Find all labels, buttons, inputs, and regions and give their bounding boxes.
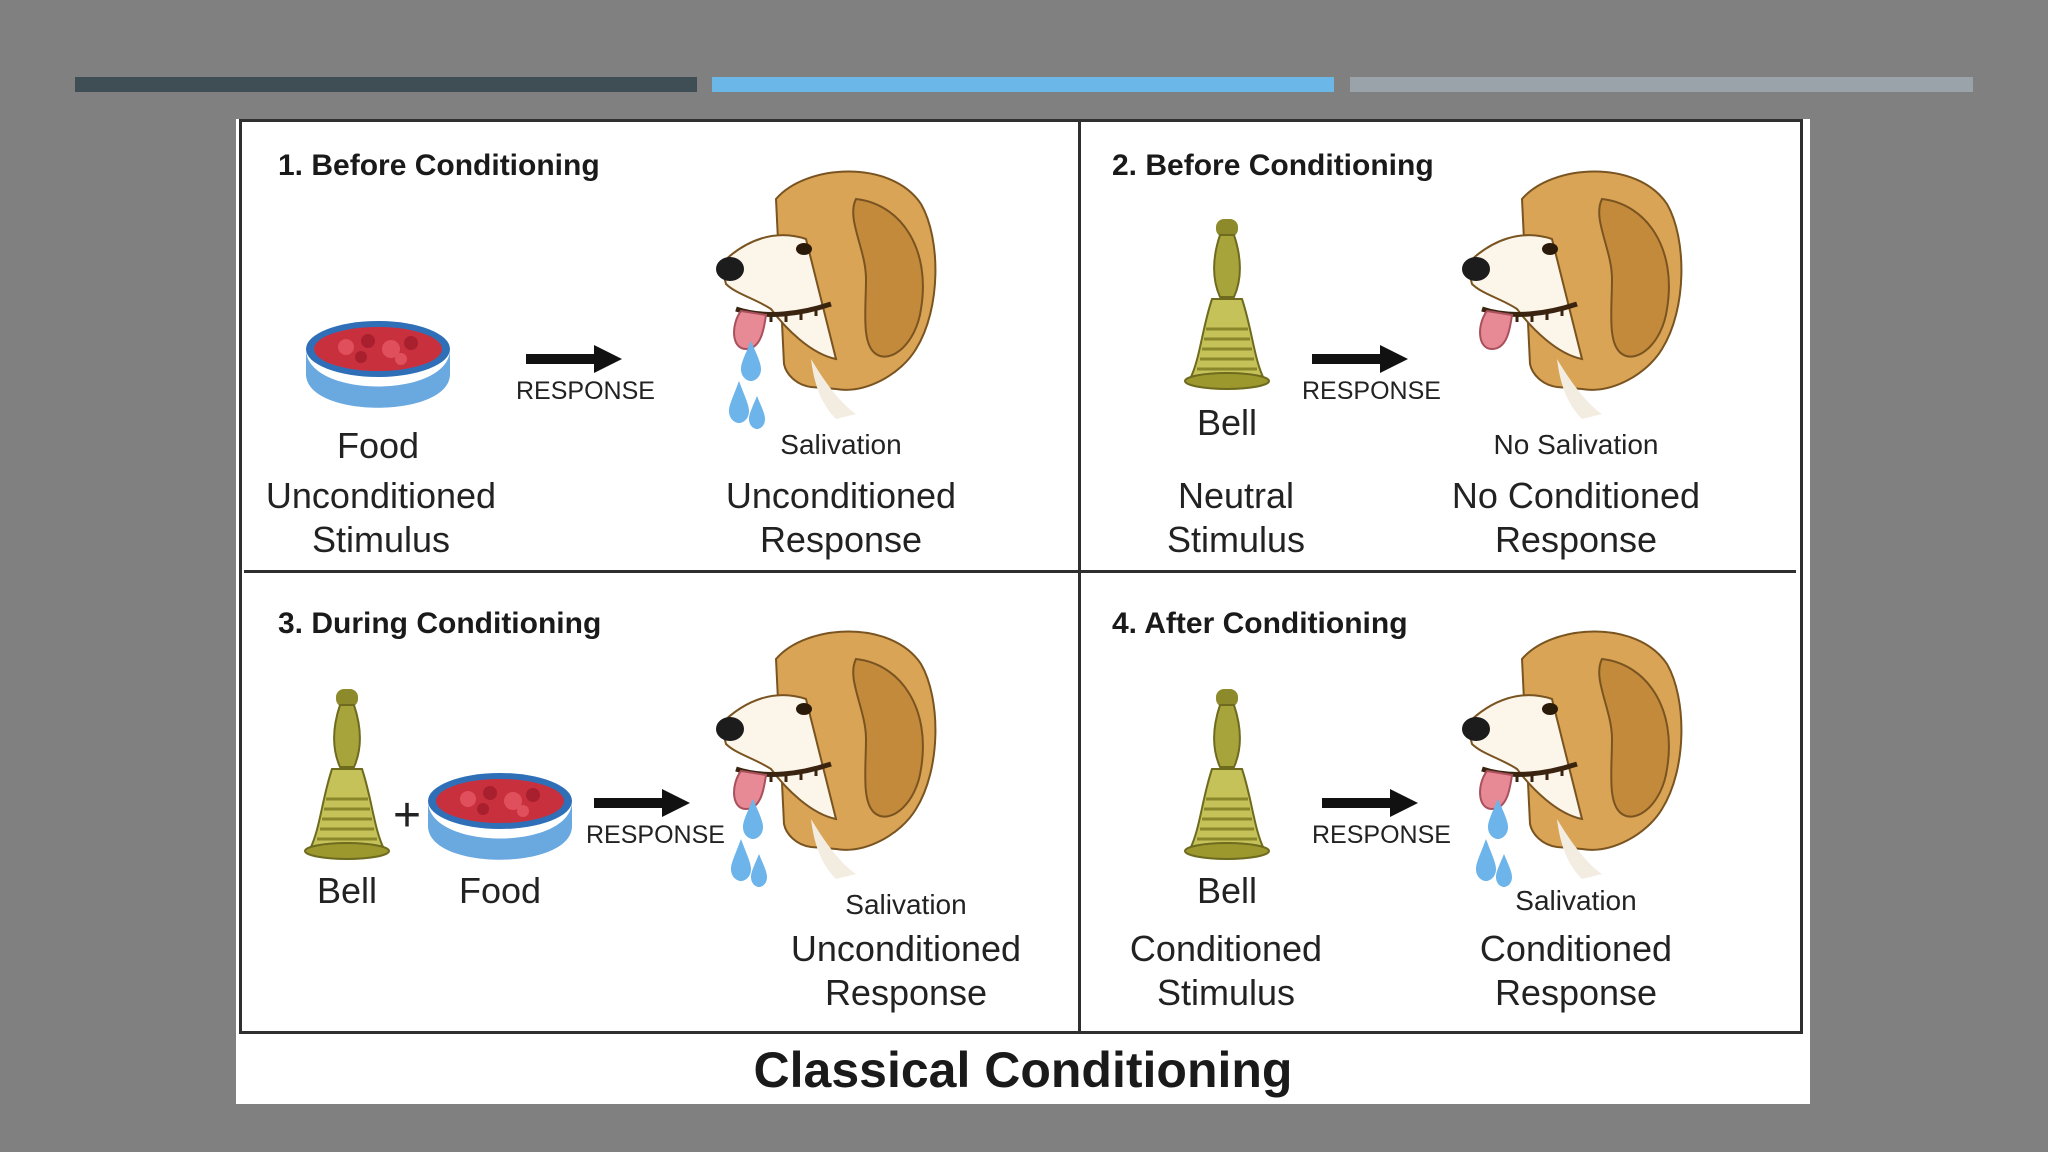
vertical-divider (1078, 119, 1081, 1034)
panel-4-response-type-1: Conditioned (1479, 928, 1673, 969)
panel-2-stimulus-type-1: Neutral (1177, 475, 1295, 516)
bell-icon (1183, 687, 1271, 861)
drool-drops-icon (729, 341, 765, 429)
panel-3-response-type-1: Unconditioned (790, 928, 1022, 969)
panel-2-title: 2. Before Conditioning (1112, 149, 1434, 182)
panel-3-response-label: Salivation (845, 889, 967, 920)
panel-2-response-type-1: No Conditioned (1451, 475, 1701, 516)
food-bowl-icon (306, 321, 450, 408)
slide-progress-bar-2 (712, 77, 1334, 92)
panel-2-response-label: No Salivation (1493, 429, 1659, 460)
slide-progress-bar-3 (1350, 77, 1973, 92)
panel-1-title: 1. Before Conditioning (278, 149, 600, 182)
panel-2-stimulus-type-2: Stimulus (1166, 519, 1306, 560)
dog-head-icon (1462, 159, 1692, 424)
food-bowl-icon (428, 773, 572, 860)
panel-1-response-label: Salivation (780, 429, 902, 460)
panel-3-stimulus-label-2: Food (458, 870, 542, 911)
panel-1-response-type-1: Unconditioned (725, 475, 957, 516)
panel-3-title: 3. During Conditioning (278, 607, 602, 640)
arrow-right-icon (594, 789, 690, 817)
arrow-right-icon (1312, 345, 1408, 373)
panel-4-response-label: Salivation (1515, 885, 1637, 916)
panel-2-response-type-2: Response (1494, 519, 1658, 560)
panel-2-stimulus-label: Bell (1196, 402, 1258, 443)
slide-progress-bar-1 (75, 77, 697, 92)
panel-1-stimulus-label: Food (336, 425, 420, 466)
panel-3-stimulus-label: Bell (316, 870, 378, 911)
panel-2-arrow-label: RESPONSE (1302, 377, 1441, 405)
panel-4-arrow-label: RESPONSE (1312, 821, 1451, 849)
panel-4-stimulus-label: Bell (1196, 870, 1258, 911)
figure-title: Classical Conditioning (753, 1042, 1293, 1098)
panel-1-stimulus-type-1: Unconditioned (265, 475, 497, 516)
bell-icon (1183, 217, 1271, 391)
classical-conditioning-figure: 1. Before Conditioning Food Unconditione… (236, 119, 1810, 1104)
panel-1-stimulus-type-2: Stimulus (311, 519, 451, 560)
panel-4-stimulus-type-2: Stimulus (1156, 972, 1296, 1013)
horizontal-divider (244, 570, 1796, 573)
plus-sign: + (392, 789, 422, 842)
panel-3-arrow-label: RESPONSE (586, 821, 725, 849)
drool-drops-icon (1476, 799, 1512, 887)
panel-4-stimulus-type-1: Conditioned (1129, 928, 1323, 969)
arrow-right-icon (1322, 789, 1418, 817)
panel-4-response-type-2: Response (1494, 972, 1658, 1013)
drool-drops-icon (731, 799, 767, 887)
panel-4-title: 4. After Conditioning (1112, 607, 1408, 640)
panel-1-arrow-label: RESPONSE (516, 377, 655, 405)
panel-3-response-type-2: Response (824, 972, 988, 1013)
arrow-right-icon (526, 345, 622, 373)
figure-frame (239, 119, 1803, 1034)
panel-1-response-type-2: Response (759, 519, 923, 560)
